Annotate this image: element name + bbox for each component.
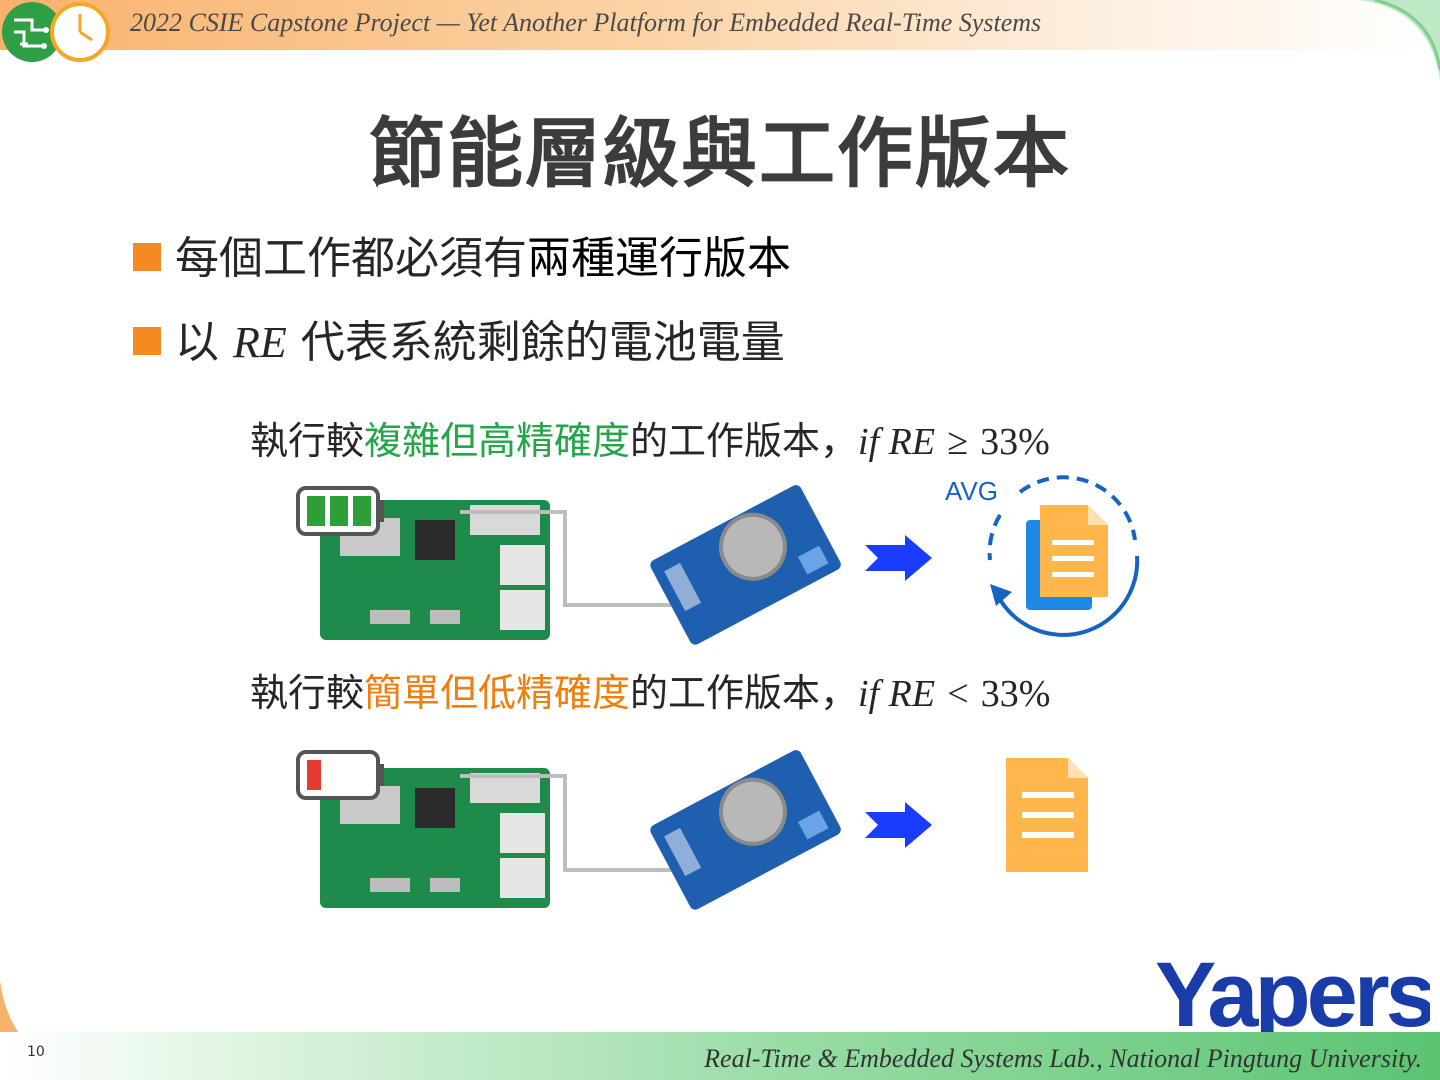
bullet-text: 以 [175, 317, 233, 368]
bullet-marker [133, 327, 161, 355]
arrow-right-icon [865, 535, 932, 581]
footer-band [0, 1032, 1440, 1080]
header-band [0, 0, 1440, 50]
document-icon [1006, 758, 1088, 872]
arrow-right-icon [865, 802, 932, 848]
bullet-marker [133, 243, 161, 271]
slide-title: 節能層級與工作版本 [369, 109, 1071, 198]
condition-text: 的工作版本， [630, 419, 859, 463]
battery-low-icon [296, 750, 384, 800]
condition-high: 執行較複雜但高精確度的工作版本，if RE ≥ 33% [250, 410, 1050, 465]
condition-low: 執行較簡單但低精確度的工作版本，if RE < 33% [250, 662, 1050, 717]
document-stack-icon [1026, 505, 1108, 610]
bullet-emphasis: 兩種運行版本 [527, 233, 791, 284]
footer-lab-name: Real-Time & Embedded Systems Lab., Natio… [704, 1044, 1422, 1073]
gas-sensor-module-icon [650, 485, 841, 645]
condition-text: 的工作版本， [630, 671, 859, 715]
condition-value: 33% [980, 673, 1051, 715]
header-title: 2022 CSIE Capstone Project — Yet Another… [130, 8, 1042, 37]
battery-high-icon [296, 486, 384, 536]
page-number: 10 [27, 1044, 45, 1060]
bullet-item: 以 RE 代表系統剩餘的電池電量 [133, 306, 785, 370]
average-cycle-icon [987, 475, 1140, 637]
condition-text: 執行較 [250, 671, 365, 715]
condition-operator: < [947, 673, 969, 715]
condition-text: 執行較 [250, 419, 365, 463]
bullet-text: 每個工作都必須有 [175, 233, 527, 284]
bullet-item: 每個工作都必須有兩種運行版本 [133, 222, 791, 286]
condition-operator: ≥ [947, 421, 969, 463]
svg-text:Yapers: Yapers [1155, 944, 1430, 1046]
gas-sensor-module-icon [650, 750, 841, 910]
connector-wire [460, 510, 675, 607]
condition-math: if RE [858, 673, 936, 715]
avg-label: AVG [945, 476, 998, 506]
corner-decoration [1360, 0, 1440, 80]
bullet-text: 代表系統剩餘的電池電量 [286, 317, 785, 368]
connector-wire [460, 774, 675, 872]
condition-highlight: 簡單但低精確度 [364, 671, 631, 715]
yapers-logo: Yapers [1155, 944, 1430, 1046]
condition-highlight: 複雜但高精確度 [364, 419, 631, 463]
lab-logo-icon [2, 2, 110, 62]
condition-value: 33% [980, 421, 1050, 463]
math-variable: RE [233, 318, 287, 367]
condition-math: if RE [858, 421, 936, 463]
